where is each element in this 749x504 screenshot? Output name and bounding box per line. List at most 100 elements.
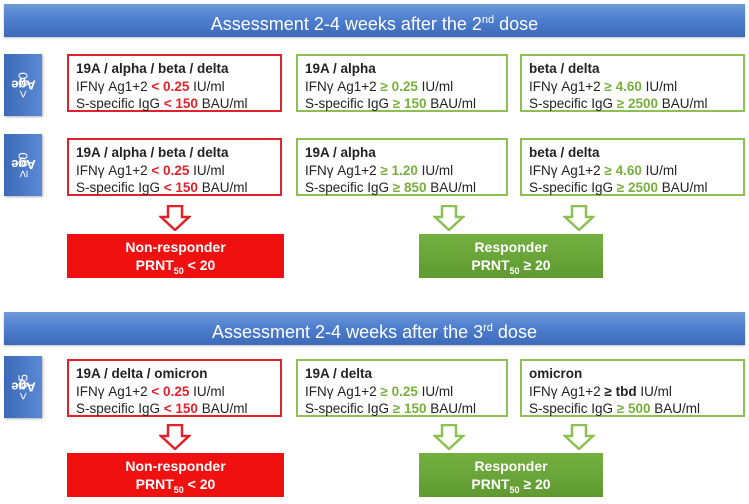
- down-arrow-icon: [159, 205, 191, 231]
- section-2-title-suffix: dose: [492, 322, 537, 342]
- criteria-box-nonresponder: 19A / delta / omicron IFNγ Ag1+2 < 0.25 …: [67, 359, 282, 417]
- igg-unit: BAU/ml: [426, 96, 476, 111]
- nonresponder-label: Non-responder: [125, 239, 226, 255]
- section-2-title: Assessment 2-4 weeks after the 3: [212, 322, 484, 342]
- prnt-condition: ≥ 20: [519, 257, 551, 273]
- nonresponder-box: Non-responder PRNT50 < 20: [67, 453, 284, 497]
- responder-box: Responder PRNT50 ≥ 20: [419, 453, 603, 497]
- ifn-line: IFNγ Ag1+2 ≥ 0.25 IU/ml: [305, 383, 506, 401]
- ifn-line: IFNγ Ag1+2 ≥ 0.25 IU/ml: [305, 78, 506, 96]
- ifn-label: IFNγ Ag1+2: [76, 162, 152, 178]
- igg-threshold: < 150: [163, 401, 198, 416]
- prnt-line: PRNT50 < 20: [67, 256, 284, 280]
- igg-unit: BAU/ml: [657, 96, 708, 111]
- prnt-line: PRNT50 < 20: [67, 475, 284, 499]
- ifn-line: IFNγ Ag1+2 < 0.25 IU/ml: [76, 78, 280, 96]
- box-header: 19A / alpha / beta / delta: [76, 61, 229, 76]
- box-header: 19A / alpha: [305, 145, 376, 160]
- age-badge: Age≥ 80: [4, 134, 42, 196]
- ifn-threshold: < 0.25: [151, 162, 190, 178]
- igg-line: S-specific IgG < 150 BAU/ml: [76, 179, 280, 197]
- criteria-box-responder: 19A / delta IFNγ Ag1+2 ≥ 0.25 IU/ml S-sp…: [296, 359, 508, 417]
- prnt-line: PRNT50 ≥ 20: [419, 475, 603, 499]
- age-label: Age: [10, 157, 36, 173]
- ifn-threshold: ≥ 4.60: [604, 162, 642, 178]
- section-2-banner: Assessment 2-4 weeks after the 3rd dose: [4, 312, 745, 345]
- criteria-box-nonresponder: 19A / alpha / beta / delta IFNγ Ag1+2 < …: [67, 138, 282, 196]
- igg-unit: BAU/ml: [426, 401, 476, 416]
- ifn-unit: IU/ml: [189, 78, 225, 94]
- prnt-condition: ≥ 20: [519, 476, 551, 492]
- box-header: 19A / delta: [305, 366, 373, 381]
- ifn-line: IFNγ Ag1+2 < 0.25 IU/ml: [76, 383, 280, 401]
- igg-line: S-specific IgG ≥ 2500 BAU/ml: [529, 95, 743, 113]
- igg-line: S-specific IgG ≥ 150 BAU/ml: [305, 95, 506, 113]
- ifn-threshold: < 0.25: [151, 383, 190, 399]
- igg-label: S-specific IgG: [529, 96, 617, 111]
- age-badge: Age< 65: [4, 356, 42, 418]
- nonresponder-label: Non-responder: [125, 458, 226, 474]
- box-header: beta / delta: [529, 145, 600, 160]
- igg-label: S-specific IgG: [305, 401, 393, 416]
- prnt-subscript: 50: [173, 265, 184, 276]
- igg-unit: BAU/ml: [657, 180, 708, 195]
- ifn-unit: IU/ml: [417, 78, 454, 94]
- igg-line: S-specific IgG ≥ 500 BAU/ml: [529, 400, 743, 418]
- age-badge: Age< 80: [4, 54, 42, 116]
- ifn-threshold: ≥ 0.25: [380, 78, 418, 94]
- criteria-box-responder: beta / delta IFNγ Ag1+2 ≥ 4.60 IU/ml S-s…: [520, 138, 745, 196]
- prnt-subscript: 50: [509, 484, 520, 495]
- box-header: 19A / delta / omicron: [76, 366, 208, 381]
- igg-line: S-specific IgG < 150 BAU/ml: [76, 95, 280, 113]
- ifn-line: IFNγ Ag1+2 < 0.25 IU/ml: [76, 162, 280, 180]
- age-label: Age: [10, 77, 36, 93]
- igg-label: S-specific IgG: [305, 96, 393, 111]
- down-arrow-icon: [433, 424, 465, 450]
- ifn-line: IFNγ Ag1+2 ≥ tbd IU/ml: [529, 383, 743, 401]
- igg-line: S-specific IgG ≥ 2500 BAU/ml: [529, 179, 743, 197]
- ifn-label: IFNγ Ag1+2: [529, 78, 605, 94]
- igg-threshold: < 150: [163, 180, 198, 195]
- igg-threshold: ≥ 150: [392, 401, 427, 416]
- down-arrow-icon: [433, 205, 465, 231]
- ifn-line: IFNγ Ag1+2 ≥ 4.60 IU/ml: [529, 78, 743, 96]
- nonresponder-box: Non-responder PRNT50 < 20: [67, 234, 284, 278]
- igg-label: S-specific IgG: [305, 180, 393, 195]
- prnt-label: PRNT: [135, 257, 174, 273]
- section-2-title-sup: rd: [483, 322, 493, 334]
- criteria-box-nonresponder: 19A / alpha / beta / delta IFNγ Ag1+2 < …: [67, 54, 282, 112]
- igg-label: S-specific IgG: [76, 180, 164, 195]
- section-1-title: Assessment 2-4 weeks after the 2: [210, 14, 482, 34]
- ifn-label: IFNγ Ag1+2: [305, 78, 381, 94]
- igg-line: S-specific IgG ≥ 150 BAU/ml: [305, 400, 506, 418]
- ifn-threshold: < 0.25: [151, 78, 190, 94]
- prnt-label: PRNT: [471, 257, 510, 273]
- ifn-label: IFNγ Ag1+2: [305, 383, 381, 399]
- igg-unit: BAU/ml: [650, 401, 700, 416]
- responder-label: Responder: [474, 458, 548, 474]
- igg-threshold: ≥ 850: [392, 180, 427, 195]
- igg-line: S-specific IgG ≥ 850 BAU/ml: [305, 179, 506, 197]
- section-1-title-suffix: dose: [494, 14, 539, 34]
- criteria-box-responder: 19A / alpha IFNγ Ag1+2 ≥ 0.25 IU/ml S-sp…: [296, 54, 508, 112]
- prnt-condition: < 20: [183, 257, 216, 273]
- ifn-line: IFNγ Ag1+2 ≥ 4.60 IU/ml: [529, 162, 743, 180]
- prnt-line: PRNT50 ≥ 20: [419, 256, 603, 280]
- responder-box: Responder PRNT50 ≥ 20: [419, 234, 603, 278]
- igg-threshold: ≥ 2500: [616, 96, 658, 111]
- igg-threshold: < 150: [163, 96, 198, 111]
- igg-label: S-specific IgG: [529, 401, 617, 416]
- igg-label: S-specific IgG: [76, 96, 164, 111]
- ifn-label: IFNγ Ag1+2: [529, 383, 605, 399]
- ifn-label: IFNγ Ag1+2: [76, 78, 152, 94]
- igg-threshold: ≥ 500: [616, 401, 651, 416]
- criteria-box-responder: omicron IFNγ Ag1+2 ≥ tbd IU/ml S-specifi…: [520, 359, 745, 417]
- responder-label: Responder: [474, 239, 548, 255]
- box-header: 19A / alpha: [305, 61, 376, 76]
- box-header: 19A / alpha / beta / delta: [76, 145, 229, 160]
- igg-line: S-specific IgG < 150 BAU/ml: [76, 400, 280, 418]
- down-arrow-icon: [563, 205, 595, 231]
- ifn-label: IFNγ Ag1+2: [305, 162, 381, 178]
- section-1-banner: Assessment 2-4 weeks after the 2nd dose: [4, 4, 745, 37]
- ifn-label: IFNγ Ag1+2: [76, 383, 152, 399]
